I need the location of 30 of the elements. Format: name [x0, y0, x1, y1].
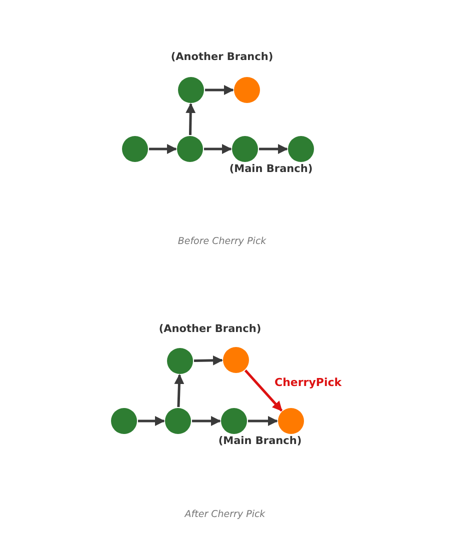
caption: Before Cherry Pick — [178, 236, 266, 247]
commit-circle — [278, 408, 304, 434]
arrow — [174, 374, 184, 408]
branch-label: (Main Branch) — [218, 435, 302, 447]
commit-circle — [111, 408, 137, 434]
commit-circle — [122, 136, 148, 162]
edge-label: CherryPick — [274, 376, 343, 388]
arrow — [138, 416, 165, 426]
arrow — [194, 355, 223, 366]
arrow — [259, 144, 288, 154]
arrow — [244, 370, 283, 412]
arrow — [204, 144, 232, 154]
commit-circle — [232, 136, 258, 162]
commit-circle — [223, 347, 249, 373]
commit-circle — [167, 348, 193, 374]
commit-circle — [221, 408, 247, 434]
arrow — [149, 144, 177, 154]
commit-circle — [177, 136, 203, 162]
commit-circle — [288, 136, 314, 162]
arrow — [186, 103, 196, 136]
commit-circle — [178, 77, 204, 103]
arrow — [205, 85, 234, 95]
branch-label: (Another Branch) — [170, 51, 274, 63]
commit-circle — [165, 408, 191, 434]
branch-label: (Main Branch) — [229, 163, 313, 175]
arrow — [192, 416, 221, 426]
branch-label: (Another Branch) — [158, 323, 262, 335]
commit-circle — [234, 77, 260, 103]
arrow — [248, 416, 278, 426]
caption: After Cherry Pick — [184, 509, 266, 520]
